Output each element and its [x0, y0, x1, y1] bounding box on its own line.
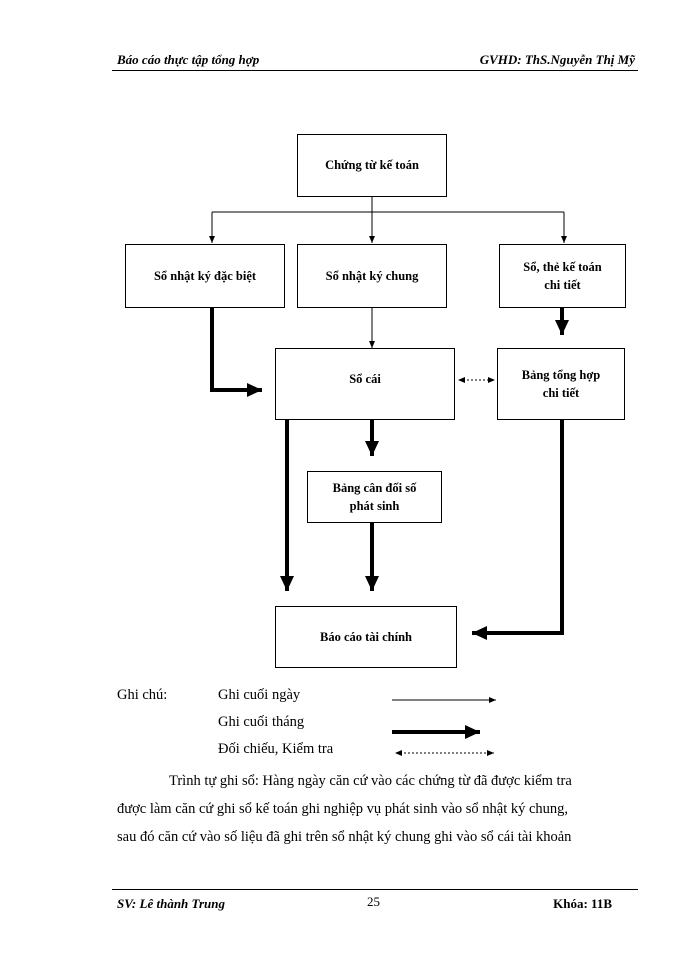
- node-so-cai: Sổ cái: [275, 348, 455, 420]
- legend-title: Ghi chú:: [117, 687, 168, 703]
- legend-daily-label: Ghi cuối ngày: [218, 687, 301, 703]
- header-divider: [112, 70, 638, 71]
- header-title: Báo cáo thực tập tổng hợp: [117, 52, 260, 67]
- body-line-3: sau đó căn cứ vào số liệu đã ghi trên sổ…: [117, 829, 572, 845]
- node-so-nhat-ky-chung: Sổ nhật ký chung: [297, 244, 447, 308]
- node-label: Sổ nhật ký đặc biệt: [153, 268, 257, 283]
- node-so-the-ke-toan-chi-tiet: Sổ, thẻ kế toán chi tiết: [499, 244, 626, 308]
- node-bao-cao-tai-chinh: Báo cáo tài chính: [275, 606, 457, 668]
- node-label-line1: Bảng tổng hợp: [521, 367, 601, 382]
- node-label-line1: Bảng cân đối số: [332, 480, 417, 495]
- header-supervisor: GVHD: ThS.Nguyễn Thị Mỹ: [479, 52, 635, 67]
- node-label: Chứng từ kế toán: [325, 158, 419, 173]
- node-label-line2: chi tiết: [542, 386, 580, 400]
- node-label-line1: Sổ, thẻ kế toán: [523, 259, 602, 274]
- monthly-arrows: [210, 308, 569, 640]
- node-bang-can-doi-so-phat-sinh: Bảng cân đối số phát sinh: [307, 471, 442, 523]
- node-chung-tu-ke-toan: Chứng từ kế toán: [297, 134, 447, 197]
- body-line-2: được làm căn cứ ghi sổ kế toán ghi nghiệ…: [117, 801, 569, 817]
- node-so-nhat-ky-dac-biet: Sổ nhật ký đặc biệt: [125, 244, 285, 308]
- body-line-1: Trình tự ghi sổ: Hàng ngày căn cứ vào cá…: [169, 773, 572, 789]
- footer-divider: [112, 889, 638, 890]
- node-label-line2: phát sinh: [349, 499, 400, 513]
- node-label: Báo cáo tài chính: [319, 629, 413, 644]
- page-number: 25: [367, 894, 380, 909]
- footer-course: Khóa: 11B: [553, 896, 612, 911]
- legend-monthly-label: Ghi cuối tháng: [218, 714, 305, 730]
- legend-samples: [392, 697, 496, 756]
- node-label-line2: chi tiết: [544, 278, 581, 292]
- node-bang-tong-hop-chi-tiet: Bảng tổng hợp chi tiết: [497, 348, 625, 420]
- footer-student: SV: Lê thành Trung: [117, 896, 226, 911]
- daily-arrows: [209, 197, 567, 348]
- legend-reconcile-label: Đối chiếu, Kiểm tra: [218, 741, 334, 757]
- node-label: Sổ cái: [349, 372, 381, 386]
- node-label: Sổ nhật ký chung: [325, 268, 419, 283]
